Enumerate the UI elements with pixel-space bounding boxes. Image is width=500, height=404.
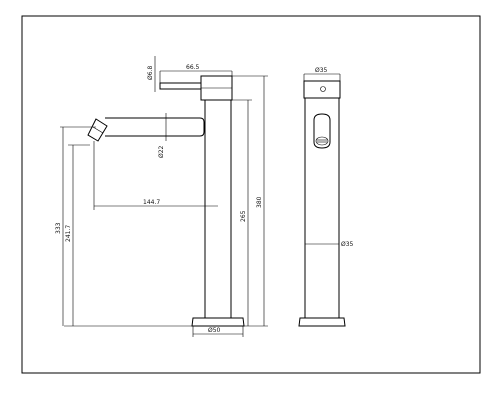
faucet-body [204,99,232,319]
dim-body-height: 265 [240,210,247,222]
side-handle-hole [320,86,326,92]
faucet-base [191,317,245,327]
side-handle-block [303,80,341,99]
front-view: 66.5 Ø6.8 Ø22 144.7 333 241.7 265 380 [55,56,268,337]
side-view: Ø35 Ø35 [298,67,354,327]
spout-head [87,118,108,142]
handle-lever [159,82,202,90]
dim-side-body: Ø35 [341,241,354,248]
side-body [304,97,340,319]
spout-head-line [92,126,104,134]
dim-side-top: Ø35 [315,67,328,74]
side-aerator [315,136,329,146]
dim-left-outer: 333 [55,222,62,234]
spout-pipe [105,117,205,137]
dim-total-height: 380 [256,196,263,208]
dim-spout-reach: 144.7 [143,199,160,206]
dim-left-inner: 241.7 [65,225,72,242]
dim-base-dia: Ø50 [208,327,221,334]
dim-spout-dia: Ø22 [158,145,165,158]
drawing-frame [21,15,481,374]
side-spout-outlet [313,113,331,149]
dim-handle-width: 66.5 [186,64,200,71]
side-base [298,317,346,327]
dim-handle-dia: Ø6.8 [147,66,154,80]
